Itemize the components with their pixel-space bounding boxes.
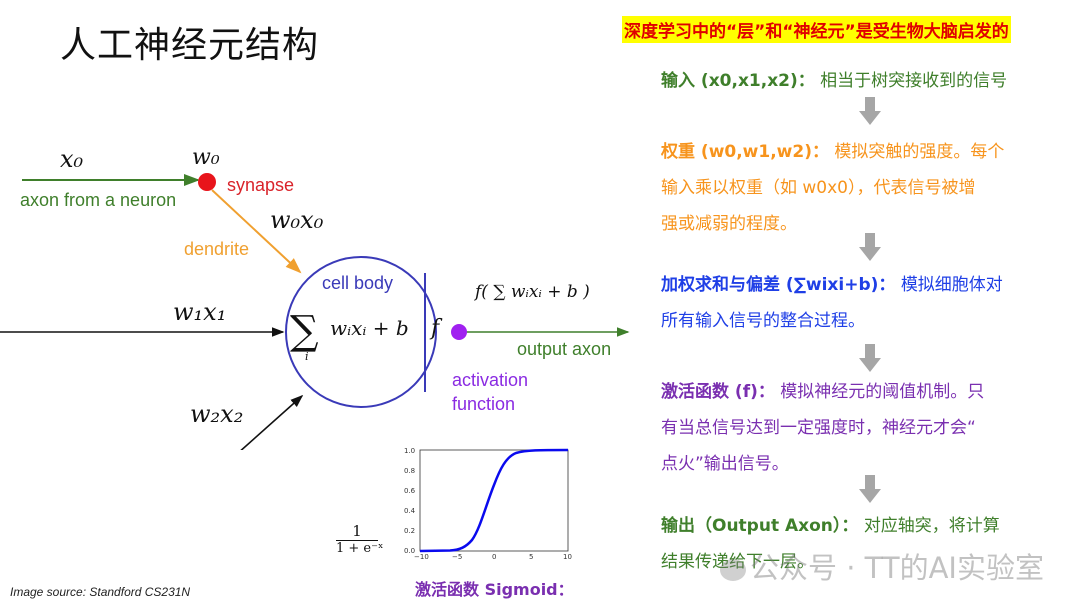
activation-dot xyxy=(451,324,467,340)
output-axon-label: output axon xyxy=(517,339,612,359)
sum-subscript: i xyxy=(305,350,309,363)
watermark: 公众号 · TT的AI实验室 xyxy=(720,545,1044,587)
down-arrow-icon xyxy=(859,475,881,503)
step-activation-desc-3: 点火”输出信号。 xyxy=(661,454,789,474)
step-weights: 权重 (w0,w1,w2)： 模拟突触的强度。每个 输入乘以权重（如 w0x0）… xyxy=(661,134,1061,242)
step-activation: 激活函数 (f)： 模拟神经元的阈值机制。只 有当总信号达到一定强度时，神经元才… xyxy=(661,374,1061,482)
watermark-text: 公众号 · TT的AI实验室 xyxy=(750,551,1044,585)
step-output: 输出（Output Axon）： 对应轴突，将计算 结果传递给下一层。 xyxy=(661,508,1061,580)
sigmoid-plot: 1.0 0.8 0.6 0.4 0.2 0.0 −10 −5 0 5 10 xyxy=(404,447,572,561)
formula-denominator: 1 + e⁻ˣ xyxy=(336,540,384,556)
step-weights-desc-2: 输入乘以权重（如 w0x0），代表信号被增 xyxy=(661,178,976,198)
activation-label-1: activation xyxy=(452,370,529,390)
wechat-icon xyxy=(720,559,746,581)
synapse-dot xyxy=(198,173,216,191)
step-output-desc-1: 对应轴突，将计算 xyxy=(863,516,1000,536)
step-output-term: 输出（Output Axon）： xyxy=(661,516,859,536)
x0-label: x₀ xyxy=(60,145,84,173)
down-arrow-icon xyxy=(859,97,881,125)
svg-text:1.0: 1.0 xyxy=(404,447,415,455)
f-symbol: f xyxy=(431,316,440,341)
w0x0-label: w₀x₀ xyxy=(270,206,324,234)
step-weights-desc-1: 模拟突触的强度。每个 xyxy=(834,142,1005,162)
svg-text:∑: ∑ xyxy=(290,308,319,354)
svg-text:0.6: 0.6 xyxy=(404,487,416,495)
output-expression: f( ∑ wᵢxᵢ + b ) xyxy=(475,282,590,302)
cell-body-label: cell body xyxy=(322,273,394,293)
step-input: 输入 (x0,x1,x2)： 相当于树突接收到的信号 xyxy=(661,63,1061,99)
step-output-desc-2: 结果传递给下一层。 xyxy=(661,552,814,572)
down-arrow-icon xyxy=(859,233,881,261)
formula-numerator: 1 xyxy=(352,522,362,540)
sigmoid-caption: 激活函数 Sigmoid： xyxy=(415,580,574,599)
step-input-desc: 相当于树突接收到的信号 xyxy=(820,71,1008,91)
image-source-credit: Image source: Standford CS231N xyxy=(10,585,191,599)
svg-text:−10: −10 xyxy=(414,553,429,561)
step-activation-desc-1: 模拟神经元的阈值机制。只 xyxy=(780,382,985,402)
step-weights-term: 权重 (w0,w1,w2)： xyxy=(661,142,829,162)
synapse-label: synapse xyxy=(227,175,295,195)
step-input-term: 输入 (x0,x1,x2)： xyxy=(661,71,815,91)
step-activation-term: 激活函数 (f)： xyxy=(661,382,775,402)
step-weighted-sum: 加权求和与偏差 (∑wixi+b)： 模拟细胞体对 所有输入信号的整合过程。 xyxy=(661,267,1061,339)
svg-text:0: 0 xyxy=(492,553,496,561)
w1x1-label: w₁x₁ xyxy=(173,298,227,326)
step-sum-desc-2: 所有输入信号的整合过程。 xyxy=(661,311,865,331)
svg-text:0.4: 0.4 xyxy=(404,507,416,515)
w0-label: w₀ xyxy=(192,145,220,170)
step-sum-term: 加权求和与偏差 (∑wixi+b)： xyxy=(661,275,896,295)
activation-label-2: function xyxy=(452,394,516,414)
axon-from-neuron-label: axon from a neuron xyxy=(20,190,177,210)
sigmoid-curve xyxy=(419,448,569,553)
w2x2-label: w₂x₂ xyxy=(190,400,244,428)
input-w2x2-line xyxy=(240,394,304,450)
step-activation-desc-2: 有当总信号达到一定强度时，神经元才会“ xyxy=(661,418,976,438)
headline-banner: 深度学习中的“层”和“神经元”是受生物大脑启发的 xyxy=(622,16,1011,43)
down-arrow-icon xyxy=(859,344,881,372)
svg-text:10: 10 xyxy=(563,553,572,561)
svg-text:5: 5 xyxy=(529,553,533,561)
cell-body-circle xyxy=(285,256,437,408)
svg-text:0.0: 0.0 xyxy=(404,547,415,555)
step-weights-desc-3: 强或减弱的程度。 xyxy=(661,214,797,234)
sigmoid-formula: 1 1 + e⁻ˣ xyxy=(336,522,384,556)
svg-text:0.8: 0.8 xyxy=(404,467,415,475)
sum-expression: wᵢxᵢ + b xyxy=(330,316,409,340)
neuron-diagram: ∑ xyxy=(0,173,630,450)
dendrite-line xyxy=(211,189,302,274)
page-title: 人工神经元结构 xyxy=(60,25,320,66)
step-sum-desc-1: 模拟细胞体对 xyxy=(900,275,1003,295)
svg-text:−5: −5 xyxy=(452,553,462,561)
svg-text:0.2: 0.2 xyxy=(404,527,415,535)
dendrite-label: dendrite xyxy=(184,239,250,259)
